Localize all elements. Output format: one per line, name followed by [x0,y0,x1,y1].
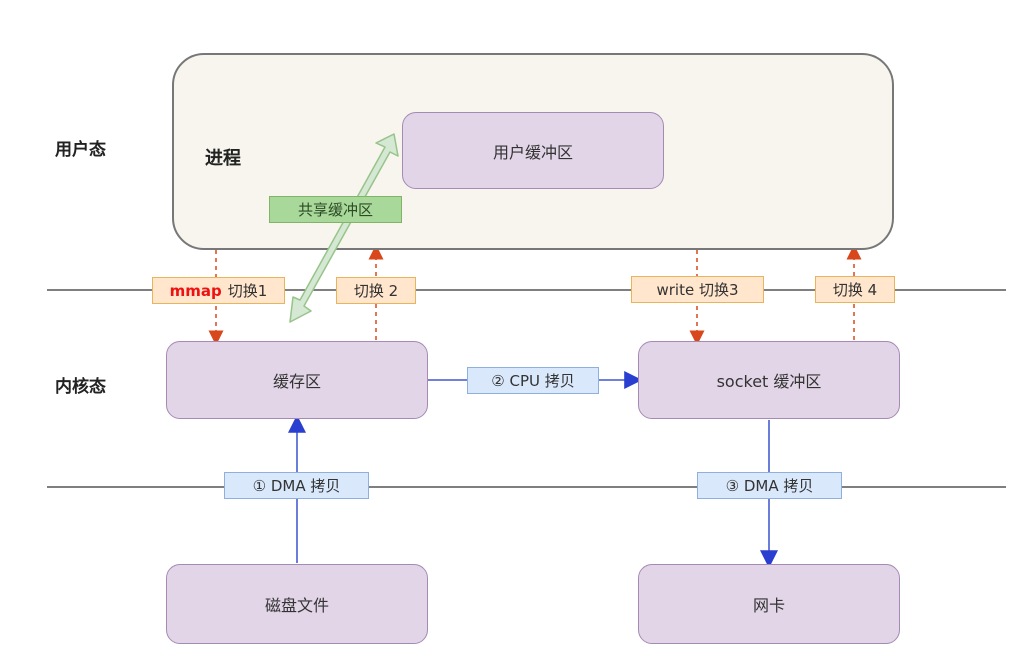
switch3-tag: write 切换3 [631,276,764,303]
dma3-copy-label: ③ DMA 拷贝 [725,477,814,495]
nic-label: 网卡 [752,596,785,615]
nic-box[interactable]: 网卡 [638,564,900,644]
dma1-copy-tag: ① DMA 拷贝 [224,472,369,499]
socket-buffer-label: socket 缓冲区 [716,372,822,391]
shared-buffer-tag: 共享缓冲区 [269,196,402,223]
cpu-copy-label: ② CPU 拷贝 [491,372,575,390]
shared-buffer-label: 共享缓冲区 [297,201,373,219]
page-cache-box[interactable]: 缓存区 [166,341,428,419]
user-buffer-label: 用户缓冲区 [492,142,573,162]
disk-file-label: 磁盘文件 [264,596,329,615]
page-cache-label: 缓存区 [272,372,321,391]
disk-file-box[interactable]: 磁盘文件 [166,564,428,644]
switch2-label: 切换 2 [353,282,399,300]
user-mode-label: 用户态 [55,140,106,160]
dma3-copy-tag: ③ DMA 拷贝 [697,472,842,499]
switch1-label: 切换1 [227,282,268,300]
user-buffer-box[interactable]: 用户缓冲区 [402,112,664,189]
process-label: 进程 [205,148,241,169]
switch2-tag: 切换 2 [336,277,416,304]
switch4-tag: 切换 4 [815,276,895,303]
switch3-label: write 切换3 [656,281,739,299]
kernel-mode-label: 内核态 [55,377,106,397]
switch1-tag: mmap 切换1 [152,277,285,304]
socket-buffer-box[interactable]: socket 缓冲区 [638,341,900,419]
switch4-label: 切换 4 [832,281,878,299]
cpu-copy-tag: ② CPU 拷贝 [467,367,599,394]
dma1-copy-label: ① DMA 拷贝 [252,477,341,495]
mmap-keyword: mmap [169,281,222,300]
double-arrow-icon [289,133,399,323]
